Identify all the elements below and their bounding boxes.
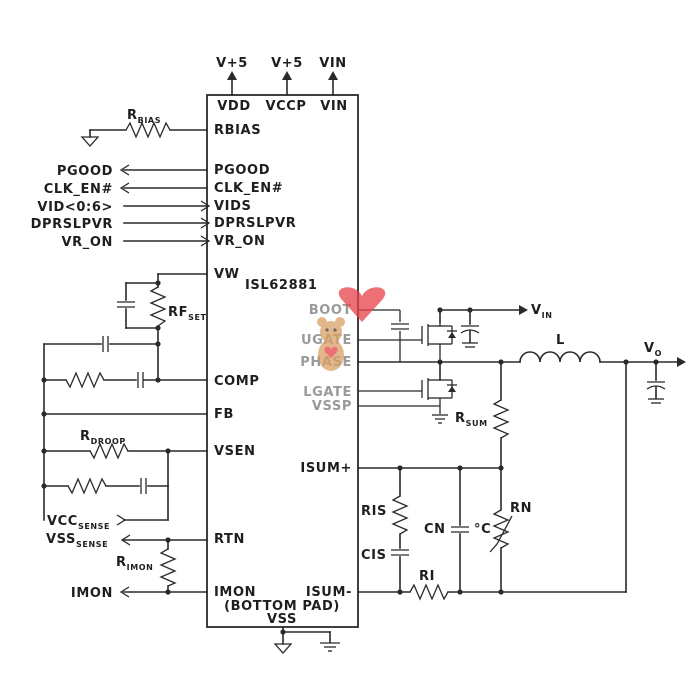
inductor-label: L bbox=[556, 333, 565, 348]
pin-vin: VIN bbox=[320, 99, 348, 114]
rtn-rimon-network: VSSSENSE RIMON bbox=[46, 532, 208, 595]
ri-label: RI bbox=[419, 569, 435, 584]
pin-boot: BOOT bbox=[309, 303, 352, 318]
pin-dprslpvr: DPRSLPVR bbox=[214, 216, 296, 231]
comp-network bbox=[41, 336, 208, 521]
pin-vss: VSS bbox=[267, 612, 297, 627]
signal-dprslpvr: DPRSLPVR bbox=[31, 217, 113, 232]
pin-imon: IMON bbox=[214, 585, 256, 600]
vss-grounds bbox=[273, 626, 340, 654]
rdroop-label: RDROOP bbox=[80, 429, 126, 446]
pin-clk-en: CLK_EN# bbox=[214, 181, 283, 196]
pin-vr-on: VR_ON bbox=[214, 234, 266, 249]
pin-vsen: VSEN bbox=[214, 444, 256, 459]
vo-label: VO bbox=[644, 341, 662, 358]
rimon-label: RIMON bbox=[116, 555, 153, 572]
isum-network: RSUM RIS CIS CN °C RN RI bbox=[357, 361, 627, 601]
power-stage: VIN L VO bbox=[357, 303, 686, 424]
vss-sense-label: VSSSENSE bbox=[46, 532, 108, 549]
pin-rtn: RTN bbox=[214, 532, 245, 547]
teddy-bear-heart-watermark bbox=[317, 287, 386, 371]
pin-fb: FB bbox=[214, 407, 234, 422]
pin-vssp: VSSP bbox=[312, 399, 352, 414]
ris-label: RIS bbox=[361, 504, 387, 519]
rbias-network: RBIAS bbox=[80, 108, 208, 147]
pin-isum-minus: ISUM- bbox=[306, 585, 352, 600]
thermal-label: °C bbox=[474, 522, 491, 537]
vcc-sense-label: VCCSENSE bbox=[47, 514, 110, 531]
pin-pgood: PGOOD bbox=[214, 163, 270, 178]
signal-imon: IMON bbox=[71, 586, 113, 601]
pin-comp: COMP bbox=[214, 374, 259, 389]
pin-vdd: VDD bbox=[217, 99, 250, 114]
rbias-label: RBIAS bbox=[127, 108, 161, 125]
pin-lgate: LGATE bbox=[303, 385, 352, 400]
left-pin-labels: RBIAS PGOOD CLK_EN# VIDS DPRSLPVR VR_ON … bbox=[214, 123, 296, 600]
cis-label: CIS bbox=[361, 548, 387, 563]
signal-vr-on: VR_ON bbox=[61, 235, 113, 250]
supply-label-1: V+5 bbox=[216, 56, 248, 71]
bottom-pad-label: (BOTTOM PAD) bbox=[224, 599, 340, 614]
rfset-network: RFSET bbox=[117, 273, 208, 383]
rfset-label: RFSET bbox=[168, 305, 207, 322]
pin-isum-plus: ISUM+ bbox=[300, 461, 352, 476]
cn-label: CN bbox=[424, 522, 446, 537]
pin-vids: VIDS bbox=[214, 199, 251, 214]
vin-out-label: VIN bbox=[531, 303, 553, 320]
pin-rbias: RBIAS bbox=[214, 123, 261, 138]
left-signals: PGOOD CLK_EN# VID<0:6> DPRSLPVR VR_ON IM… bbox=[31, 164, 211, 601]
signal-clk-en: CLK_EN# bbox=[44, 182, 113, 197]
supply-label-2: V+5 bbox=[271, 56, 303, 71]
rdroop-network: RDROOP VCCSENSE bbox=[41, 429, 208, 531]
supply-pins: V+5 V+5 VIN VDD VCCP VIN bbox=[216, 56, 348, 114]
supply-label-3: VIN bbox=[319, 56, 347, 71]
signal-vid: VID<0:6> bbox=[37, 200, 113, 215]
rn-label: RN bbox=[510, 501, 532, 516]
part-number: ISL62881 bbox=[245, 278, 318, 293]
pin-vw: VW bbox=[214, 267, 240, 282]
pin-vccp: VCCP bbox=[265, 99, 306, 114]
signal-pgood: PGOOD bbox=[57, 164, 113, 179]
rsum-label: RSUM bbox=[455, 411, 488, 428]
